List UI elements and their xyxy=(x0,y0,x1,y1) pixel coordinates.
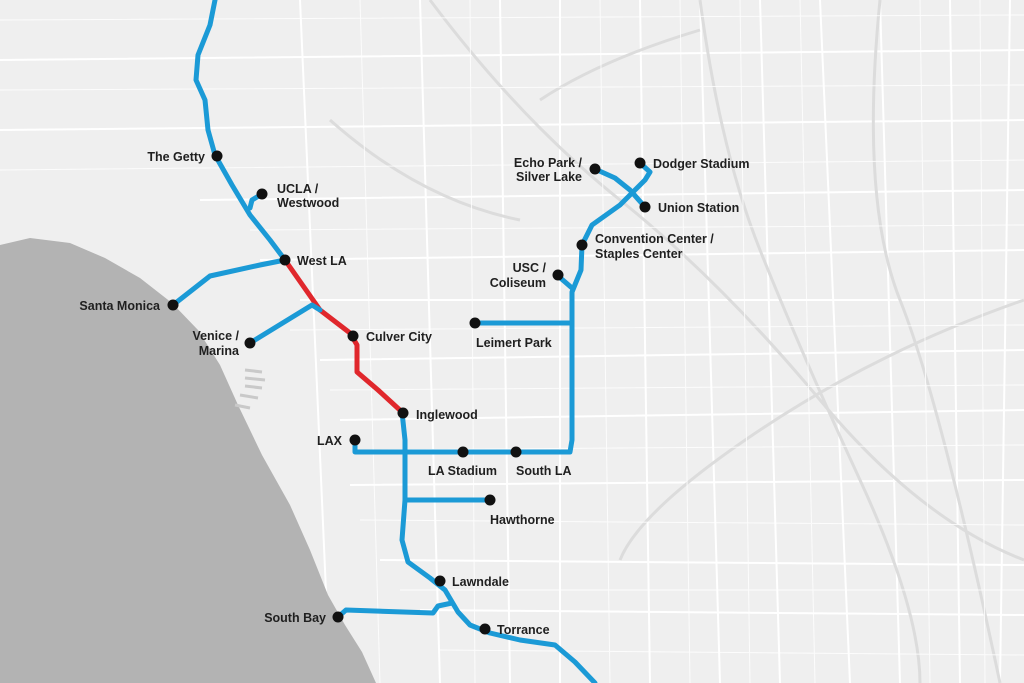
line-south-bay xyxy=(335,600,455,620)
station-dot-lawndale[interactable] xyxy=(434,575,446,587)
label-usc-2: Coliseum xyxy=(490,276,546,290)
station-dot-southla[interactable] xyxy=(510,446,522,458)
label-lastadium: LA Stadium xyxy=(428,464,497,478)
line-echo-union xyxy=(592,166,648,210)
station-dot-dodger[interactable] xyxy=(634,157,646,169)
label-getty: The Getty xyxy=(147,150,205,164)
station-dot-lastadium[interactable] xyxy=(457,446,469,458)
label-echo-1: Echo Park / xyxy=(514,156,583,170)
line-north-south xyxy=(193,0,288,263)
station-dot-torrance[interactable] xyxy=(479,623,491,635)
station-dot-santamonica[interactable] xyxy=(167,299,179,311)
station-dot-hawthorne[interactable] xyxy=(484,494,496,506)
label-southbay: South Bay xyxy=(264,611,326,625)
station-labels: The Getty UCLA / Westwood West LA Santa … xyxy=(79,150,749,637)
station-dot-leimert[interactable] xyxy=(469,317,481,329)
label-ucla-2: Westwood xyxy=(277,196,339,210)
station-dot-southbay[interactable] xyxy=(332,611,344,623)
label-inglewood: Inglewood xyxy=(416,408,478,422)
marina-harbor xyxy=(234,368,266,410)
label-venice-2: Marina xyxy=(199,344,240,358)
station-dot-echo[interactable] xyxy=(589,163,601,175)
label-hawthorne: Hawthorne xyxy=(490,513,555,527)
label-southla: South LA xyxy=(516,464,572,478)
label-convention-1: Convention Center / xyxy=(595,232,714,246)
label-convention-2: Staples Center xyxy=(595,247,683,261)
station-dot-getty[interactable] xyxy=(211,150,223,162)
label-santamonica: Santa Monica xyxy=(79,299,161,313)
line-santa-monica xyxy=(170,257,288,308)
label-torrance: Torrance xyxy=(497,623,550,637)
label-westla: West LA xyxy=(297,254,347,268)
stations xyxy=(167,150,651,635)
label-ucla-1: UCLA / xyxy=(277,182,319,196)
label-lawndale: Lawndale xyxy=(452,575,509,589)
label-lax: LAX xyxy=(317,434,343,448)
station-dot-inglewood[interactable] xyxy=(397,407,409,419)
line-venice xyxy=(247,302,323,346)
label-culver: Culver City xyxy=(366,330,432,344)
line-lax-downtown xyxy=(352,160,653,455)
label-dodger: Dodger Stadium xyxy=(653,157,750,171)
label-union: Union Station xyxy=(658,201,739,215)
label-echo-2: Silver Lake xyxy=(516,170,582,184)
station-dot-convention[interactable] xyxy=(576,239,588,251)
label-venice-1: Venice / xyxy=(192,329,239,343)
station-dot-ucla[interactable] xyxy=(256,188,268,200)
label-leimert: Leimert Park xyxy=(476,336,552,350)
station-dot-union[interactable] xyxy=(639,201,651,213)
station-dot-venice[interactable] xyxy=(244,337,256,349)
tunnel-network xyxy=(170,0,653,683)
label-usc-1: USC / xyxy=(513,261,547,275)
ocean xyxy=(0,238,376,683)
station-dot-culver[interactable] xyxy=(347,330,359,342)
station-dot-lax[interactable] xyxy=(349,434,361,446)
station-dot-westla[interactable] xyxy=(279,254,291,266)
station-dot-usc[interactable] xyxy=(552,269,564,281)
